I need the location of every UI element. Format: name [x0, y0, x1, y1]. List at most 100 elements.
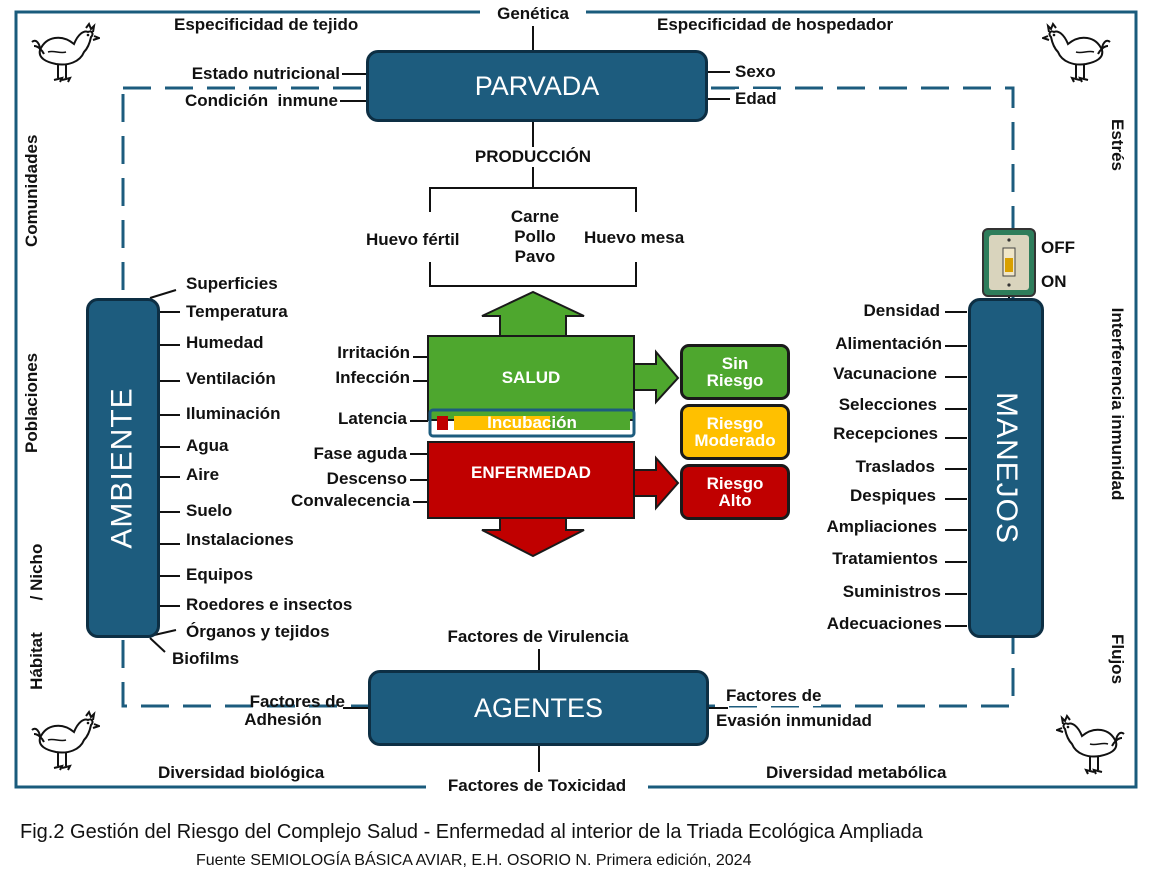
- center-irritacion: Irritación: [337, 343, 410, 362]
- hen-icon: [31, 709, 100, 771]
- enfermedad-down-arrow: [481, 517, 585, 558]
- agentes-toxicidad: Factores de Toxicidad: [426, 776, 648, 796]
- salud-label: SALUD: [501, 368, 561, 387]
- side-interferencia: Interferencia inmunidad: [1107, 304, 1127, 504]
- salud-up-arrow: [481, 290, 585, 337]
- parvada-estado-nutricional: Estado nutricional: [191, 64, 340, 83]
- parvada-sexo: Sexo: [735, 62, 776, 81]
- manejos-item-tratamientos: Tratamientos: [832, 549, 938, 568]
- ambiente-item-aire: Aire: [186, 465, 220, 484]
- manejos-item-despiques: Despiques: [850, 486, 936, 505]
- center-convalecencia: Convalecencia: [290, 491, 410, 510]
- agentes-box: AGENTES: [368, 670, 709, 746]
- agentes-adhesion-line2: Adhesión: [230, 710, 336, 730]
- ambiente-item-organos: Órganos y tejidos: [186, 622, 330, 641]
- center-infeccion: Infección: [335, 368, 410, 387]
- enfermedad-label: ENFERMEDAD: [471, 463, 591, 482]
- manejos-item-ampliaciones: Ampliaciones: [826, 517, 937, 536]
- produccion-huevo-fertil: Huevo fértil: [366, 230, 460, 249]
- risk-moderado-line1: Riesgo: [706, 414, 764, 433]
- center-latencia: Latencia: [338, 409, 407, 428]
- ambiente-item-roedores: Roedores e insectos: [186, 595, 353, 614]
- ambiente-item-iluminacion: Iluminación: [186, 404, 281, 423]
- produccion-huevo-mesa: Huevo mesa: [584, 228, 685, 247]
- label-diversidad-metabolica: Diversidad metabólica: [766, 763, 947, 783]
- agentes-title: AGENTES: [473, 692, 604, 723]
- salud-box: [427, 335, 635, 421]
- parvada-box: PARVADA: [366, 50, 708, 122]
- manejos-item-selecciones: Selecciones: [838, 395, 937, 414]
- manejos-box: MANEJOS: [968, 298, 1044, 638]
- enfermedad-box: [427, 441, 635, 519]
- ambiente-item-instalaciones: Instalaciones: [186, 530, 294, 549]
- label-especificidad-hospedador: Especificidad de hospedador: [657, 15, 894, 35]
- label-diversidad-biologica: Diversidad biológica: [158, 763, 325, 783]
- enfermedad-right-arrow: [633, 455, 680, 511]
- incubacion-yellow-segment: [454, 416, 550, 430]
- ambiente-item-ventilacion: Ventilación: [186, 369, 276, 388]
- figure-caption: Fig.2 Gestión del Riesgo del Complejo Sa…: [20, 821, 923, 844]
- manejos-item-vacunacione: Vacunacione: [833, 364, 937, 383]
- incubacion-green-segment: [550, 416, 630, 430]
- manejos-title: MANEJOS: [990, 391, 1023, 545]
- ambiente-item-biofilms: Biofilms: [172, 649, 240, 668]
- risk-alto: Riesgo Alto: [680, 464, 790, 520]
- ambiente-item-agua: Agua: [186, 436, 229, 455]
- manejos-item-traslados: Traslados: [855, 457, 935, 476]
- side-flujos: Flujos: [1107, 629, 1127, 689]
- ambiente-box: AMBIENTE: [86, 298, 160, 638]
- manejos-item-densidad: Densidad: [863, 301, 940, 320]
- manejos-item-suministros: Suministros: [842, 582, 941, 601]
- hen-icon: [31, 21, 100, 83]
- salud-right-arrow: [633, 349, 680, 405]
- side-poblaciones: Poblaciones: [22, 352, 42, 453]
- manejos-item-alimentacion: Alimentación: [835, 334, 942, 353]
- ambiente-title: AMBIENTE: [106, 387, 140, 549]
- agentes-evasion-line2: Evasión inmunidad: [716, 711, 872, 730]
- produccion-pavo: Pavo: [514, 247, 556, 266]
- incubacion-label: Incubación: [487, 413, 577, 432]
- switch-off-label: OFF: [1041, 238, 1075, 257]
- ambiente-item-equipos: Equipos: [186, 565, 254, 584]
- agentes-adhesion-line1: Factores de: [249, 692, 345, 711]
- incubacion-bracket: [428, 408, 636, 438]
- agentes-evasion-line1: Factores de: [726, 686, 822, 706]
- risk-sin-riesgo: Sin Riesgo: [680, 344, 790, 400]
- manejos-item-recepciones: Recepciones: [833, 424, 938, 443]
- incubacion-red-segment: [437, 416, 448, 430]
- center-fase-aguda: Fase aguda: [313, 444, 407, 463]
- manejos-item-adecuaciones: Adecuaciones: [826, 614, 942, 633]
- figure-title: Gestión del Riesgo del Complejo Salud - …: [70, 821, 923, 843]
- light-switch-icon: [982, 228, 1036, 297]
- figure-source: Fuente SEMIOLOGÍA BÁSICA AVIAR, E.H. OSO…: [196, 852, 752, 869]
- side-estres: Estrés: [1107, 115, 1127, 175]
- parvada-title: PARVADA: [474, 70, 600, 101]
- risk-moderado: Riesgo Moderado: [680, 404, 790, 460]
- side-habitat: Hábitat: [27, 621, 47, 701]
- risk-moderado-line2: Moderado: [694, 431, 776, 450]
- risk-alto-line1: Riesgo: [706, 474, 764, 493]
- hen-icon: [1042, 21, 1111, 83]
- center-descenso: Descenso: [326, 469, 407, 488]
- produccion-carne: Carne: [510, 207, 560, 226]
- ambiente-item-humedad: Humedad: [186, 333, 264, 352]
- parvada-edad: Edad: [735, 89, 777, 109]
- risk-sin-line2: Riesgo: [706, 371, 764, 390]
- produccion-pollo: Pollo: [514, 227, 556, 246]
- label-genetica: Genética: [480, 4, 586, 24]
- switch-on-label: ON: [1041, 272, 1067, 291]
- side-comunidades: Comunidades: [22, 134, 42, 247]
- ambiente-item-suelo: Suelo: [186, 501, 233, 520]
- parvada-condicion-inmune: Condición inmune: [138, 91, 338, 111]
- side-nicho: / Nicho: [27, 532, 47, 612]
- agentes-virulencia: Factores de Virulencia: [447, 627, 629, 646]
- ambiente-item-superficies: Superficies: [186, 274, 278, 293]
- risk-alto-line2: Alto: [718, 491, 752, 510]
- figure-number: Fig.2: [20, 821, 65, 843]
- label-especificidad-tejido: Especificidad de tejido: [174, 15, 359, 35]
- hen-icon: [1056, 713, 1125, 775]
- produccion-title: PRODUCCIÓN: [474, 147, 592, 166]
- risk-sin-line1: Sin: [721, 354, 749, 373]
- ambiente-item-temperatura: Temperatura: [186, 302, 288, 321]
